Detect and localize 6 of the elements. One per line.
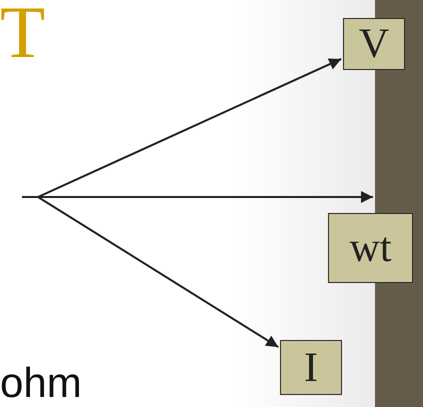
arrow <box>22 196 279 348</box>
label-box: V <box>343 18 405 70</box>
label-box: I <box>280 340 342 395</box>
unit-label: ohm <box>0 362 82 404</box>
title-letter: T <box>0 0 46 70</box>
label-box: wt <box>328 213 413 283</box>
